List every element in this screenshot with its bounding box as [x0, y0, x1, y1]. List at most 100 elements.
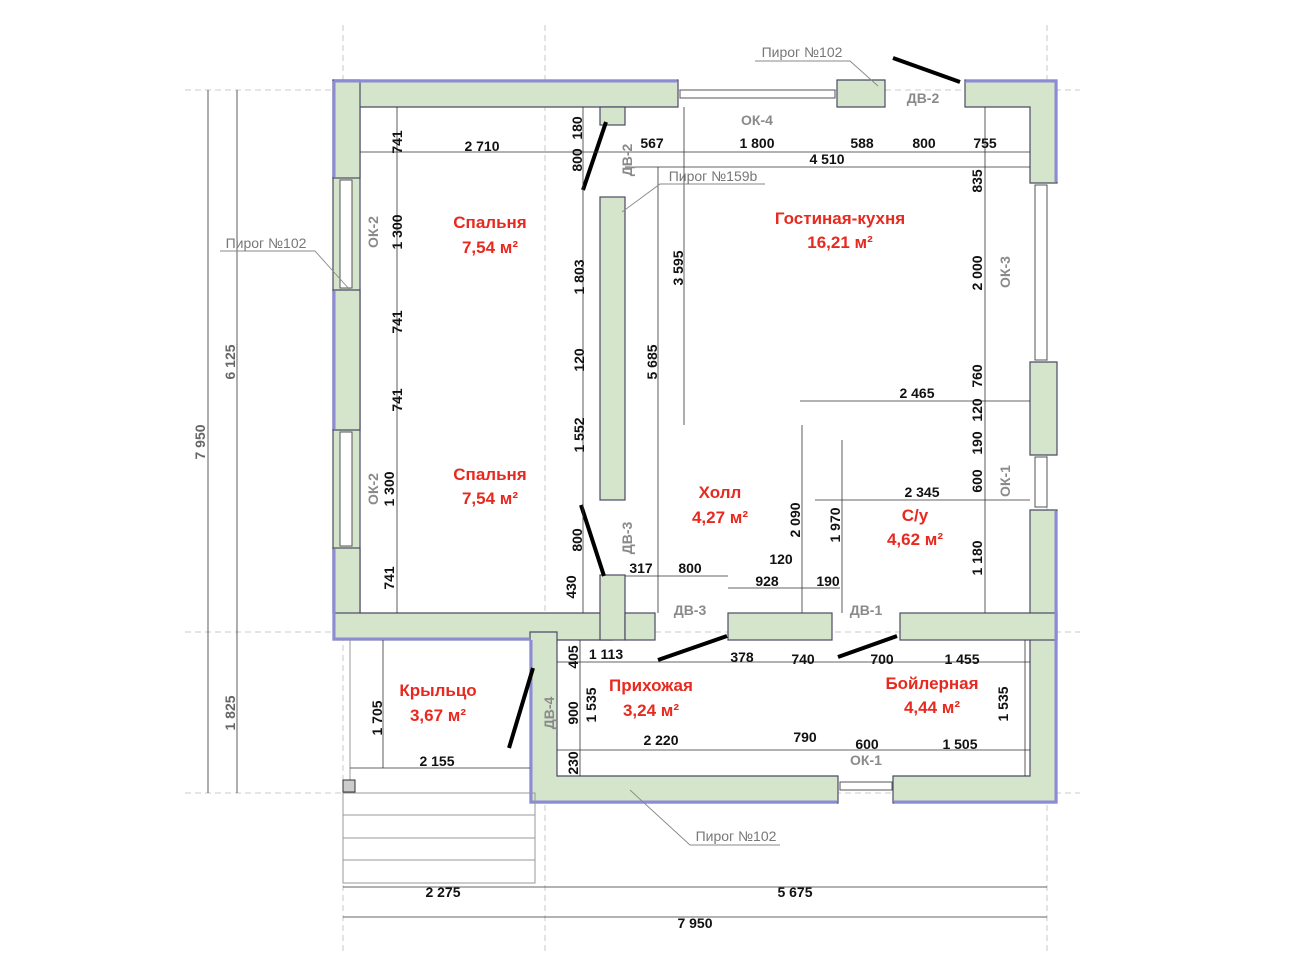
opening-label: ДВ-3	[619, 522, 635, 555]
dim-label: 1 535	[995, 686, 1011, 721]
vertical-dimensions: 741 180 800 1 300 741 741 1 300 741 1 80…	[192, 116, 1011, 775]
room-area: 3,67 м²	[410, 706, 466, 725]
dim-label: 1 505	[942, 736, 977, 752]
dim-label: 5 685	[644, 344, 660, 379]
dim-label: 2 155	[419, 753, 454, 769]
room-area: 7,54 м²	[462, 238, 518, 257]
opening-label: ДВ-1	[850, 602, 883, 618]
dim-label: 2 090	[787, 502, 803, 537]
opening-label: ДВ-3	[674, 602, 707, 618]
dim-label: 1 800	[739, 135, 774, 151]
dim-label: 567	[640, 135, 664, 151]
dim-label: 1 535	[583, 687, 599, 722]
dim-label: 700	[870, 651, 894, 667]
dim-label: 1 552	[571, 417, 587, 452]
dim-label: 2 275	[425, 884, 460, 900]
opening-label: ОК-1	[997, 465, 1013, 497]
dim-label: 600	[969, 469, 985, 493]
pirog-label: Пирог №159b	[669, 168, 758, 184]
dim-label: 741	[381, 566, 397, 590]
opening-label: ДВ-2	[907, 90, 940, 106]
dim-label: 1 705	[369, 700, 385, 735]
dim-label: 7 950	[677, 915, 712, 931]
dim-label: 3 595	[670, 250, 686, 285]
dim-label: 190	[816, 573, 840, 589]
room-area: 4,27 м²	[692, 508, 748, 527]
dim-label: 405	[565, 645, 581, 669]
horizontal-dimensions: 2 710 567 1 800 588 800 755 4 510 2 465 …	[419, 135, 996, 931]
dim-label: 900	[565, 701, 581, 725]
room-name: Бойлерная	[885, 674, 978, 693]
dim-label: 928	[755, 573, 779, 589]
dim-label: 2 000	[969, 255, 985, 290]
dimension-lines	[350, 107, 1030, 776]
opening-label: ОК-2	[365, 473, 381, 505]
dim-label: 740	[791, 651, 815, 667]
dim-label: 790	[793, 729, 817, 745]
dim-label: 180	[569, 116, 585, 140]
pirog-label: Пирог №102	[762, 44, 843, 60]
dim-label: 6 125	[222, 344, 238, 379]
room-name: Гостиная-кухня	[775, 209, 905, 228]
walls	[332, 79, 1058, 804]
room-labels: Спальня 7,54 м² Спальня 7,54 м² Гостиная…	[399, 209, 978, 725]
pirog-labels: Пирог №102 Пирог №102 Пирог №102 Пирог №…	[226, 44, 843, 844]
dim-label: 5 675	[777, 884, 812, 900]
dim-label: 800	[912, 135, 936, 151]
dim-label: 800	[569, 528, 585, 552]
dim-label: 7 950	[192, 424, 208, 459]
dim-label: 2 220	[643, 732, 678, 748]
opening-label: ДВ-2	[619, 144, 635, 177]
dim-label: 800	[569, 148, 585, 172]
dim-label: 2 710	[464, 138, 499, 154]
dim-label: 1 180	[969, 540, 985, 575]
dim-label: 1 113	[589, 646, 623, 662]
dim-label: 800	[678, 560, 702, 576]
dim-label: 741	[389, 130, 405, 154]
opening-labels: ОК-4 ДВ-2 ДВ-2 ОК-2 ОК-2 ОК-3 ОК-1 ДВ-3 …	[365, 90, 1013, 768]
dim-label: 600	[855, 736, 879, 752]
dim-label: 120	[969, 398, 985, 422]
dim-label: 1 455	[944, 651, 979, 667]
room-area: 4,44 м²	[904, 698, 960, 717]
room-name: Прихожая	[609, 676, 693, 695]
pirog-label: Пирог №102	[696, 828, 777, 844]
dim-label: 378	[730, 649, 754, 665]
leaders	[220, 60, 879, 846]
dim-label: 1 803	[571, 259, 587, 294]
room-area: 4,62 м²	[887, 530, 943, 549]
dim-label: 430	[563, 575, 579, 599]
dim-label: 760	[969, 364, 985, 388]
dim-label: 120	[769, 551, 793, 567]
opening-label: ОК-1	[850, 752, 882, 768]
dim-label: 755	[973, 135, 997, 151]
dim-label: 317	[629, 560, 653, 576]
dim-label: 1 970	[827, 507, 843, 542]
pirog-label: Пирог №102	[226, 235, 307, 251]
porch-stairs	[342, 640, 536, 884]
dim-label: 1 825	[222, 695, 238, 730]
room-name: Спальня	[453, 465, 526, 484]
dim-label: 741	[389, 388, 405, 412]
dim-label: 120	[571, 348, 587, 372]
dim-label: 835	[969, 169, 985, 193]
room-name: С/у	[902, 506, 929, 525]
openings	[339, 56, 1048, 791]
room-name: Спальня	[453, 213, 526, 232]
opening-label: ОК-4	[741, 112, 773, 128]
dim-label: 1 300	[381, 471, 397, 506]
opening-label: ОК-2	[365, 216, 381, 248]
dim-label: 2 465	[899, 385, 934, 401]
dim-label: 190	[969, 431, 985, 455]
room-name: Крыльцо	[399, 681, 476, 700]
room-area: 3,24 м²	[623, 701, 679, 720]
dim-label: 2 345	[904, 484, 939, 500]
room-name: Холл	[699, 483, 742, 502]
dim-label: 741	[389, 310, 405, 334]
opening-label: ДВ-4	[541, 697, 557, 730]
room-area: 7,54 м²	[462, 489, 518, 508]
dim-label: 230	[565, 751, 581, 775]
dim-label: 588	[850, 135, 874, 151]
dim-label: 1 300	[389, 214, 405, 249]
